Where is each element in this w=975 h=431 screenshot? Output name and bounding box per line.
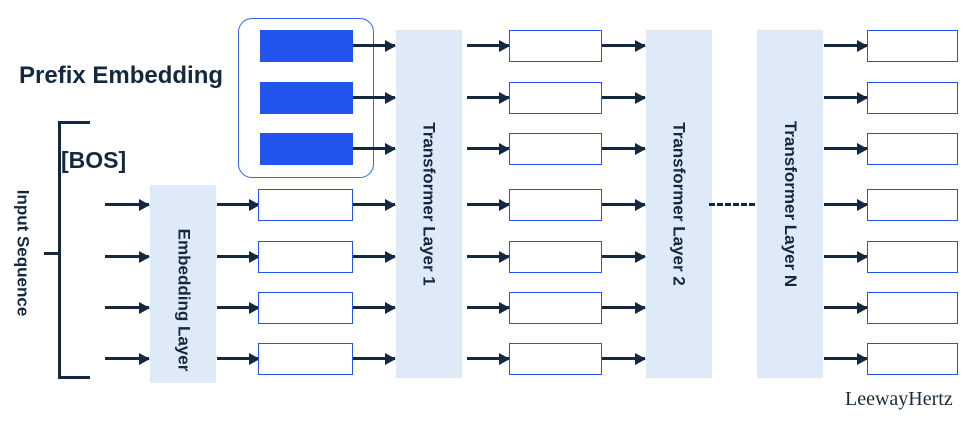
arrow-embedding-to-box-r7 — [217, 357, 259, 360]
arrow-layer1-to-box-r6 — [467, 306, 509, 309]
prefix-embedding-box — [260, 30, 353, 62]
arrow-input-to-embedding-r5 — [105, 255, 149, 258]
token-box — [258, 292, 353, 324]
band-transformer-layer-n — [757, 30, 823, 378]
arrow-box-r6-to-layer1 — [353, 306, 395, 309]
arrow-box-r6-to-layer2 — [602, 306, 645, 309]
arrow-embedding-to-box-r4 — [217, 203, 259, 206]
arrow-box-r5-to-layer1 — [353, 255, 395, 258]
arrow-layer1-to-box-r3 — [467, 147, 509, 150]
output-box — [867, 189, 958, 221]
layer-continuation-dashed-icon — [709, 203, 755, 206]
token-box — [509, 133, 602, 165]
arrow-box-r1-to-layer2 — [602, 44, 645, 47]
arrow-prefix3-to-layer1 — [353, 147, 395, 150]
arrow-box-r3-to-layer2 — [602, 147, 645, 150]
arrow-layern-to-out-r2 — [824, 96, 867, 99]
arrow-input-to-embedding-r6 — [105, 306, 149, 309]
arrow-embedding-to-box-r5 — [217, 255, 259, 258]
output-box — [867, 82, 958, 114]
watermark-leewayhertz: LeewayHertz — [845, 388, 953, 410]
band-transformer-layer-1 — [396, 30, 462, 378]
input-sequence-brace-bottom-tick — [58, 376, 90, 379]
label-transformer-layer-n: Transformer Layer N — [781, 120, 801, 288]
arrow-layern-to-out-r1 — [824, 44, 867, 47]
arrow-input-to-embedding-r4 — [105, 203, 149, 206]
arrow-layer1-to-box-r4 — [467, 203, 509, 206]
token-box — [509, 343, 602, 375]
prefix-embedding-box — [260, 133, 353, 165]
arrow-box-r5-to-layer2 — [602, 255, 645, 258]
band-embedding-layer — [150, 185, 216, 383]
token-box — [509, 241, 602, 273]
token-box — [509, 82, 602, 114]
label-transformer-layer-1: Transformer Layer 1 — [420, 122, 439, 286]
arrow-box-r2-to-layer2 — [602, 96, 645, 99]
token-box — [258, 241, 353, 273]
arrow-layer1-to-box-r2 — [467, 96, 509, 99]
page-title: Prefix Embedding — [19, 62, 224, 89]
band-transformer-layer-2 — [646, 30, 712, 378]
arrow-layer1-to-box-r5 — [467, 255, 509, 258]
arrow-box-r7-to-layer1 — [353, 357, 395, 360]
prefix-embedding-box — [260, 82, 353, 114]
arrow-embedding-to-box-r6 — [217, 306, 259, 309]
output-box — [867, 241, 958, 273]
input-sequence-brace-vertical — [58, 121, 61, 379]
arrow-layer1-to-box-r1 — [467, 44, 509, 47]
token-box — [509, 30, 602, 62]
arrow-layern-to-out-r5 — [824, 255, 867, 258]
input-sequence-brace-middle-tick — [44, 252, 60, 255]
output-box — [867, 30, 958, 62]
output-box — [867, 292, 958, 324]
label-transformer-layer-2: Transformer Layer 2 — [670, 122, 689, 286]
output-box — [867, 133, 958, 165]
arrow-input-to-embedding-r7 — [105, 357, 149, 360]
label-transformer-layer-2-wrap: Transformer Layer 2 — [646, 30, 712, 378]
arrow-box-r7-to-layer2 — [602, 357, 645, 360]
token-box — [258, 343, 353, 375]
arrow-layer1-to-box-r7 — [467, 357, 509, 360]
bos-token-label: [BOS] — [61, 147, 127, 173]
arrow-box-r4-to-layer2 — [602, 203, 645, 206]
token-box — [509, 292, 602, 324]
token-box — [509, 189, 602, 221]
arrow-layern-to-out-r7 — [824, 357, 867, 360]
arrow-prefix1-to-layer1 — [353, 44, 395, 47]
label-transformer-layer-n-wrap: Transformer Layer N — [757, 30, 823, 378]
output-box — [867, 343, 958, 375]
label-transformer-layer-1-wrap: Transformer Layer 1 — [396, 30, 462, 378]
label-input-sequence-wrap: Input Sequence — [5, 175, 39, 330]
arrow-prefix2-to-layer1 — [353, 96, 395, 99]
arrow-box-r4-to-layer1 — [353, 203, 395, 206]
label-input-sequence: Input Sequence — [13, 189, 33, 316]
label-embedding-layer-wrap: Embedding Layer — [150, 185, 216, 415]
arrow-layern-to-out-r3 — [824, 147, 867, 150]
token-box — [258, 189, 353, 221]
arrow-layern-to-out-r6 — [824, 306, 867, 309]
label-embedding-layer: Embedding Layer — [174, 228, 194, 372]
input-sequence-brace-top-tick — [58, 121, 90, 124]
arrow-layern-to-out-r4 — [824, 203, 867, 206]
